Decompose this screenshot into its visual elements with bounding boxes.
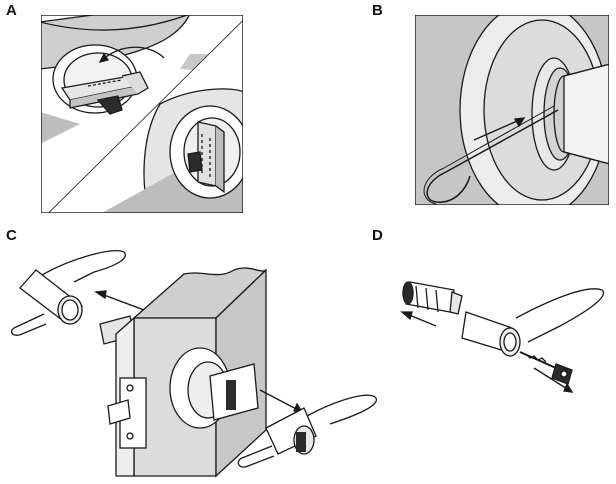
lever-removal-from-door-illustration <box>10 250 377 478</box>
key-d <box>519 351 573 385</box>
panel-label-a: A <box>6 2 17 19</box>
panel-label-b: B <box>372 2 383 19</box>
tool-key-a-top <box>60 71 149 115</box>
panel-d-illustration <box>396 268 614 404</box>
pin-tool-in-rose-illustration <box>415 15 609 205</box>
key-tool-insertion-illustration <box>41 15 243 213</box>
lever-handle-c-left <box>10 250 126 336</box>
panel-label-c: C <box>6 227 17 244</box>
panel-c-illustration <box>4 240 388 480</box>
cylinder-d <box>402 281 463 315</box>
cylinder-and-key-removal-illustration <box>400 281 605 393</box>
lever-handle-d <box>461 288 605 357</box>
tool-key-a-bottom <box>187 121 225 194</box>
panel-label-d: D <box>372 227 383 244</box>
panel-b-illustration <box>414 14 610 206</box>
lever-handle-c-right <box>237 394 377 468</box>
panel-a-illustration <box>40 14 244 214</box>
